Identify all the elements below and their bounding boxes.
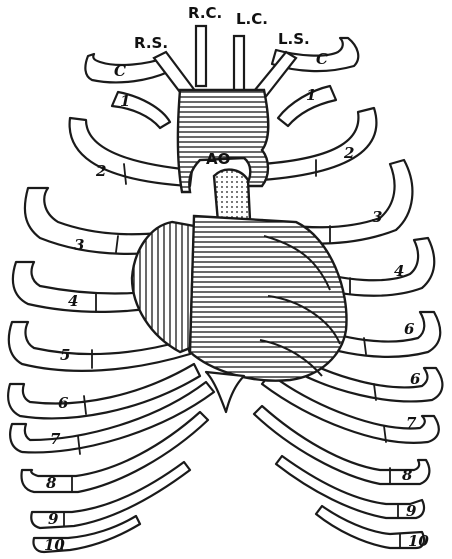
right-rib-number: 2 xyxy=(95,162,106,180)
right-rib-number: 7 xyxy=(50,430,61,448)
right-rib-number: 1 xyxy=(120,92,130,110)
pulmonary-trunk xyxy=(214,170,250,222)
left-rib-number: 8 xyxy=(402,466,413,484)
left-rib-number: 6 xyxy=(404,320,415,338)
label-left-clavicle: C xyxy=(316,50,328,68)
right-rib-number: 9 xyxy=(48,510,59,528)
label-right-subclavian: R.S. xyxy=(134,34,168,52)
left-common-carotid xyxy=(234,36,244,92)
right-rib-number: 8 xyxy=(46,474,57,492)
left-rib-number: 7 xyxy=(406,414,417,432)
left-rib-number: 2 xyxy=(343,144,354,162)
label-aorta: AO xyxy=(206,150,230,168)
right-rib-number: 6 xyxy=(58,394,69,412)
left-rib-number: 4 xyxy=(394,262,404,280)
left-rib-number: 3 xyxy=(372,208,382,226)
right-rib-number: 4 xyxy=(68,292,78,310)
right-rib-number: 3 xyxy=(74,236,84,254)
right-common-carotid xyxy=(196,26,206,86)
right-rib-2 xyxy=(70,118,192,186)
left-rib-number: 1 xyxy=(306,86,316,104)
left-rib-number: 9 xyxy=(406,502,417,520)
heart-region xyxy=(132,90,347,381)
label-left-carotid: L.C. xyxy=(236,10,268,28)
label-left-subclavian: L.S. xyxy=(278,30,310,48)
right-rib-number: 5 xyxy=(60,346,70,364)
left-rib-number: 10 xyxy=(408,532,429,550)
label-right-clavicle: C xyxy=(114,62,126,80)
right-rib-number: 10 xyxy=(44,536,65,554)
left-rib-number: 6 xyxy=(410,370,421,388)
label-right-carotid: R.C. xyxy=(188,4,222,22)
